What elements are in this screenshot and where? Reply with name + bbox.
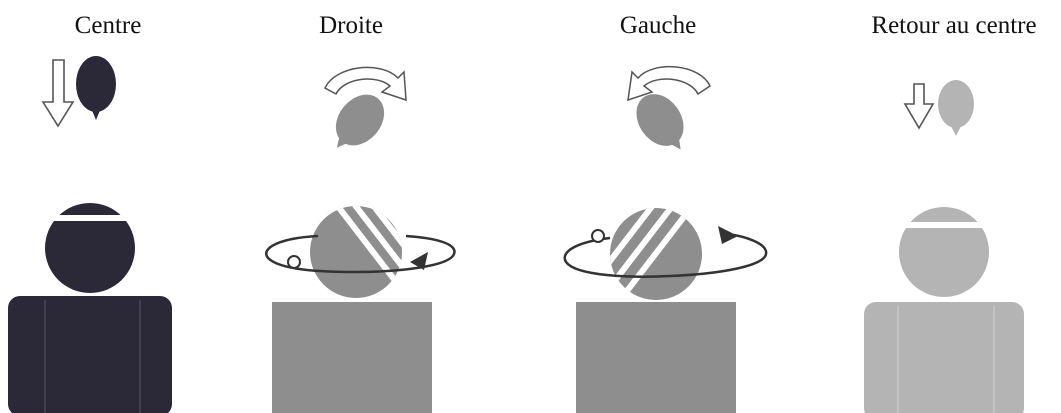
head [899,207,989,297]
panel-droite: Droite [240,0,480,413]
panel-gauche: Gauche [540,0,780,413]
figure-retour-au-centre [830,0,1061,413]
headband [42,215,138,221]
orbit-start-dot [288,256,300,268]
balloon-icon [938,80,974,136]
balloon-icon [321,85,394,161]
torso [272,302,432,413]
figure-centre [0,0,200,413]
balloon-icon [76,56,116,120]
orbit-arrowhead [718,226,738,244]
down-arrow-icon [905,84,933,128]
torso [576,302,736,413]
figure-droite [240,0,480,413]
panel-retour-au-centre: Retour au centre [830,0,1061,413]
panel-centre: Centre [0,0,200,413]
headband [896,222,992,228]
figure-gauche [540,0,780,413]
torso [8,296,172,413]
down-arrow-icon [43,60,73,126]
torso [864,302,1024,413]
curved-arrow-left-icon [628,67,710,100]
orbit-start-dot [592,230,604,242]
